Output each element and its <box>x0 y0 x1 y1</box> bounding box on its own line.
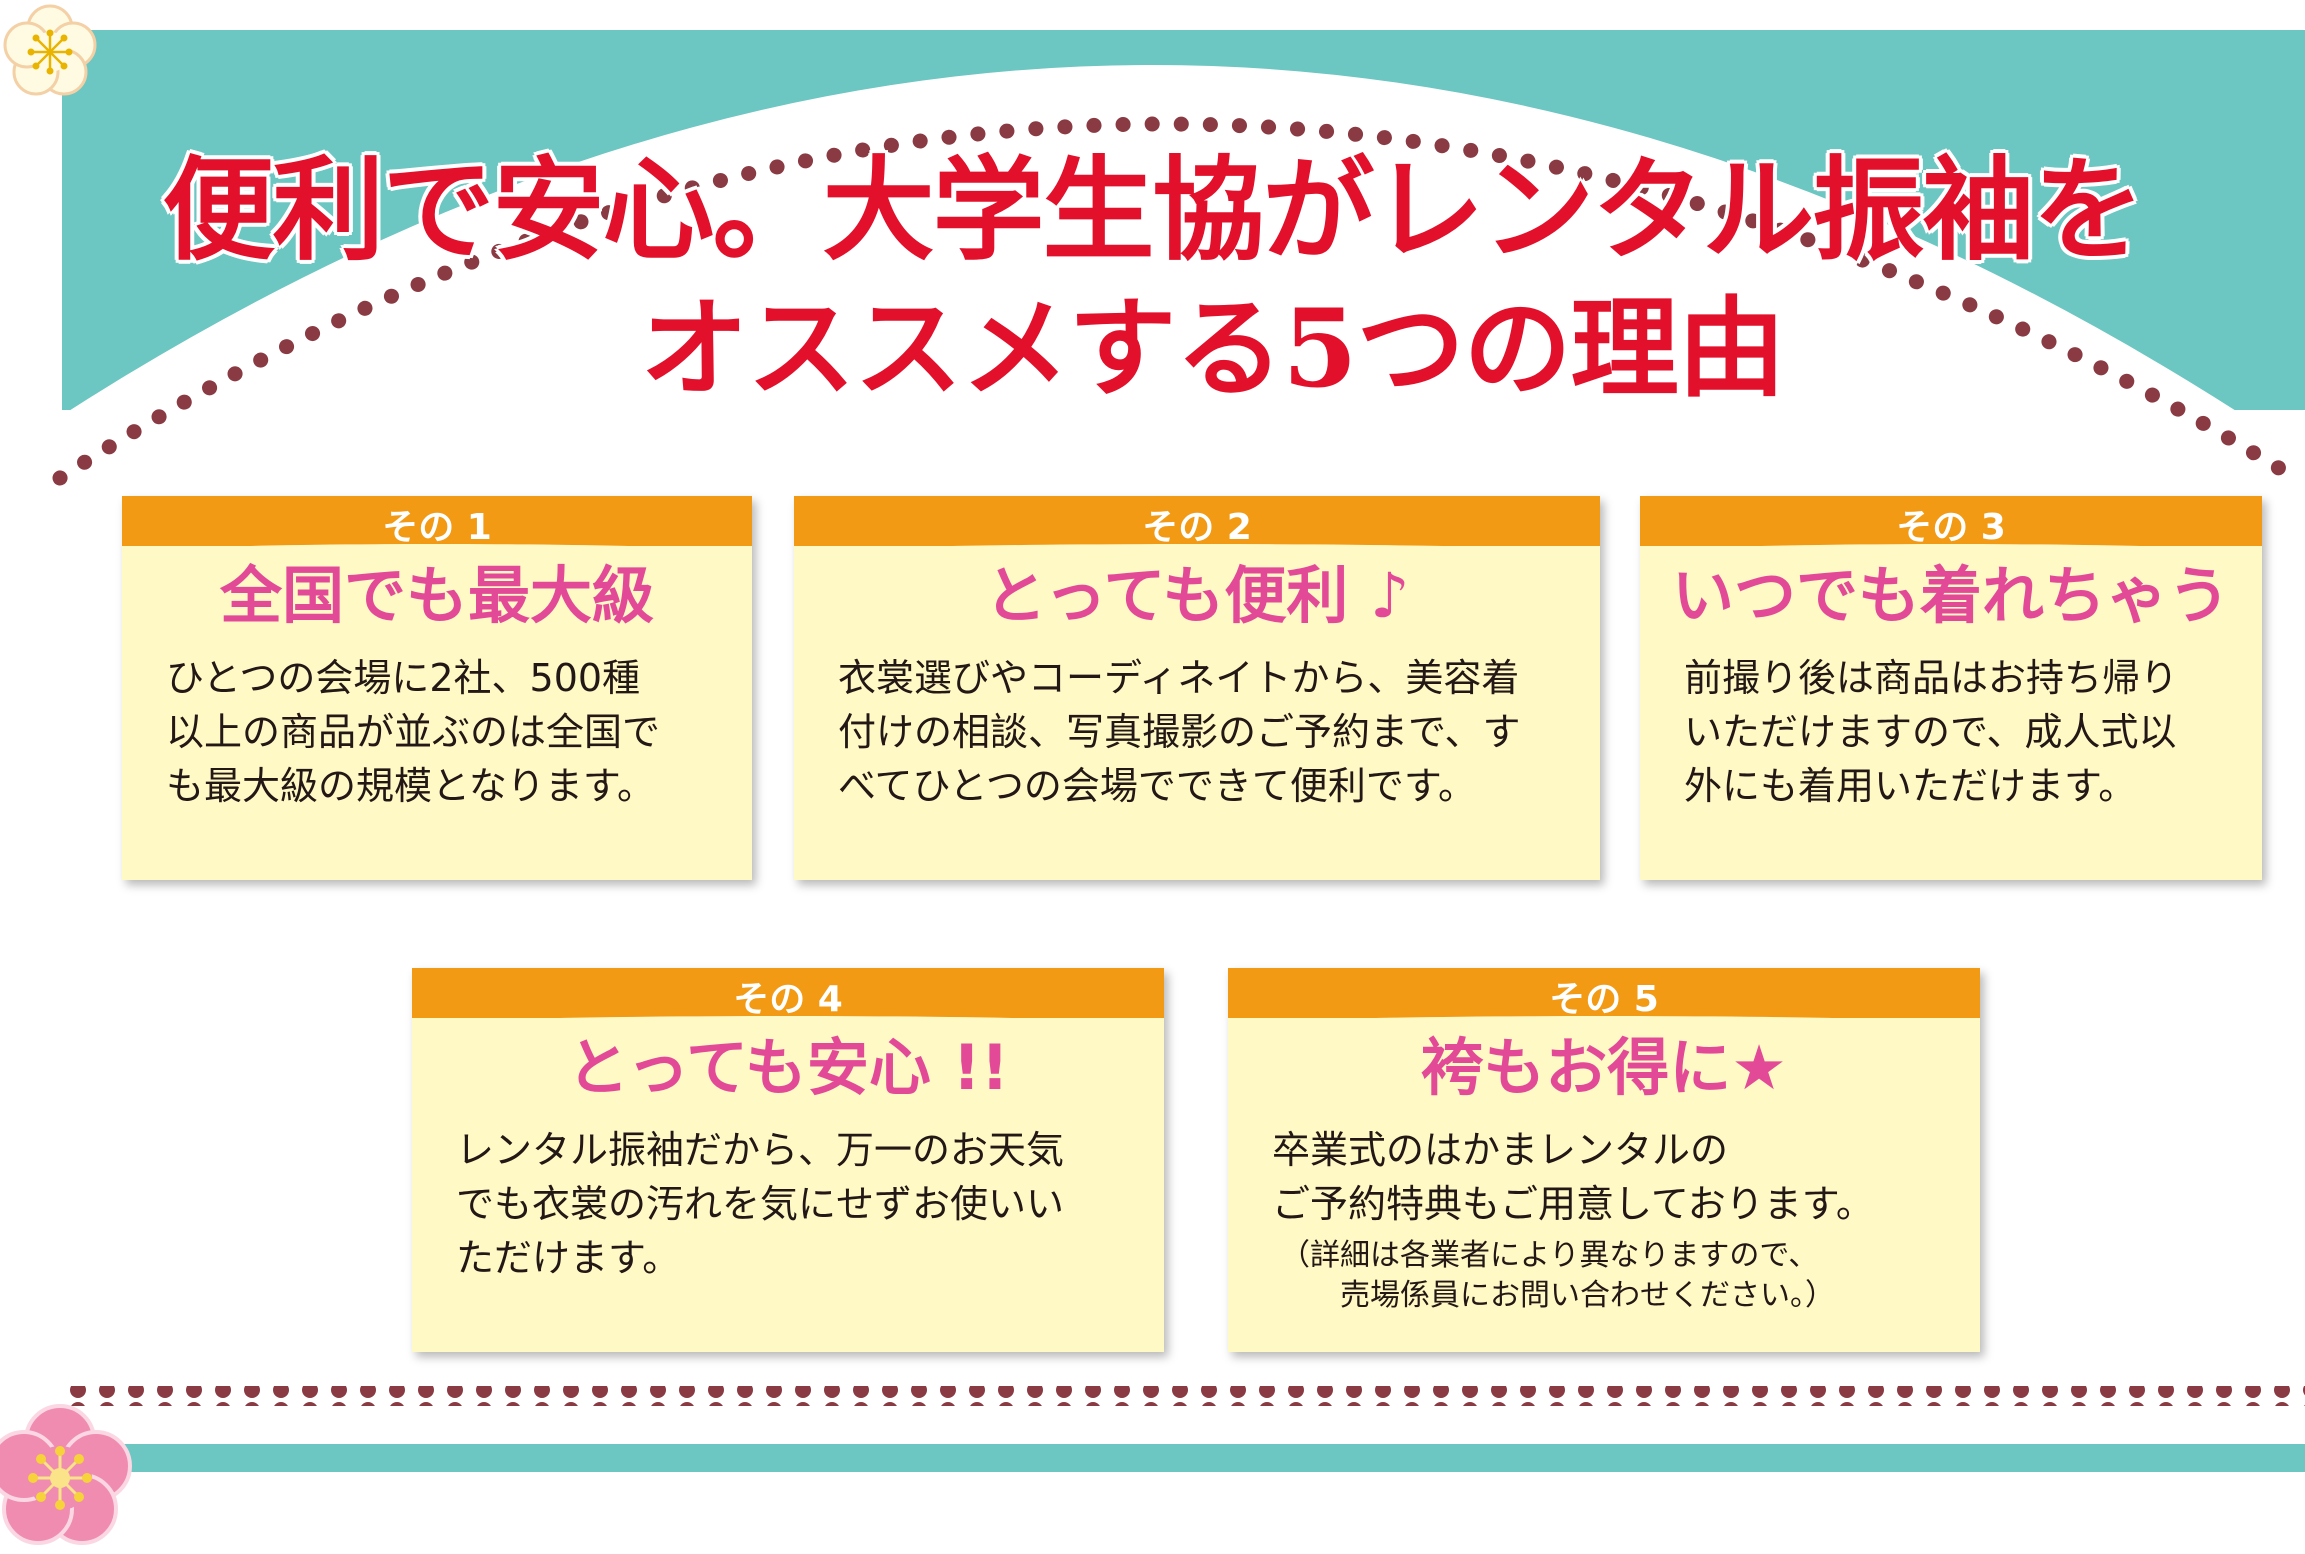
reason-card-header: その 3 <box>1640 496 2262 554</box>
reason-number: その 1 <box>382 507 492 548</box>
reason-card-header: その 5 <box>1228 968 1980 1026</box>
reason-title: とっても安心 !! <box>566 1031 1010 1104</box>
plum-blossom-icon <box>0 1404 132 1545</box>
reason-card-4: その 4 とっても安心 !! レンタル振袖だから、万一のお天気 でも衣裳の汚れを… <box>412 968 1164 1352</box>
reason-card-header: その 1 <box>122 496 752 554</box>
reason-card-header: その 4 <box>412 968 1164 1026</box>
reason-title: とっても便利 ♪ <box>984 559 1410 632</box>
reason-text: 衣裳選びやコーディネイトから、美容着 付けの相談、写真撮影のご予約まで、す べて… <box>838 656 1521 809</box>
page-title: 便利で安心。大学生協がレンタル振袖を <box>162 145 2145 276</box>
plum-blossom-icon <box>3 4 97 96</box>
reason-note: （詳細は各業者により異なりますので、 売場係員にお問い合わせください。） <box>1280 1238 1835 1314</box>
reason-number: その 3 <box>1896 507 2006 548</box>
reason-title: 袴もお得に★ <box>1421 1031 1787 1104</box>
reason-card-1: その 1 全国でも最大級 ひとつの会場に2社、500種 以上の商品が並ぶのは全国… <box>122 496 752 880</box>
reason-text: 卒業式のはかまレンタルの ご予約特典もご用意しております。 <box>1272 1128 1874 1227</box>
bottom-dotted-line <box>70 1386 2305 1406</box>
reason-number: その 5 <box>1549 979 1659 1020</box>
teal-bottom-band <box>60 1444 2305 1472</box>
reason-card-header: その 2 <box>794 496 1600 554</box>
reason-text: ひとつの会場に2社、500種 以上の商品が並ぶのは全国で も最大級の規模となりま… <box>166 656 661 809</box>
reason-title: 全国でも最大級 <box>219 559 654 632</box>
reason-number: その 4 <box>733 979 843 1020</box>
reason-card-5: その 5 袴もお得に★ 卒業式のはかまレンタルの ご予約特典もご用意しております… <box>1228 968 1980 1352</box>
reason-card-2: その 2 とっても便利 ♪ 衣裳選びやコーディネイトから、美容着 付けの相談、写… <box>794 496 1600 880</box>
dotted-arch <box>52 116 2303 486</box>
reason-title: いつでも着れちゃう <box>1671 559 2230 632</box>
reason-number: その 2 <box>1142 507 1252 548</box>
reason-text: レンタル振袖だから、万一のお天気 でも衣裳の汚れを気にせずお使いい ただけます。 <box>456 1128 1065 1281</box>
reason-card-3: その 3 いつでも着れちゃう 前撮り後は商品はお持ち帰り いただけますので、成人… <box>1640 496 2262 880</box>
reason-text: 前撮り後は商品はお持ち帰り いただけますので、成人式以 外にも着用いただけます。 <box>1684 656 2179 809</box>
page-title-second-line: オススメする5つの理由 <box>640 286 1785 412</box>
